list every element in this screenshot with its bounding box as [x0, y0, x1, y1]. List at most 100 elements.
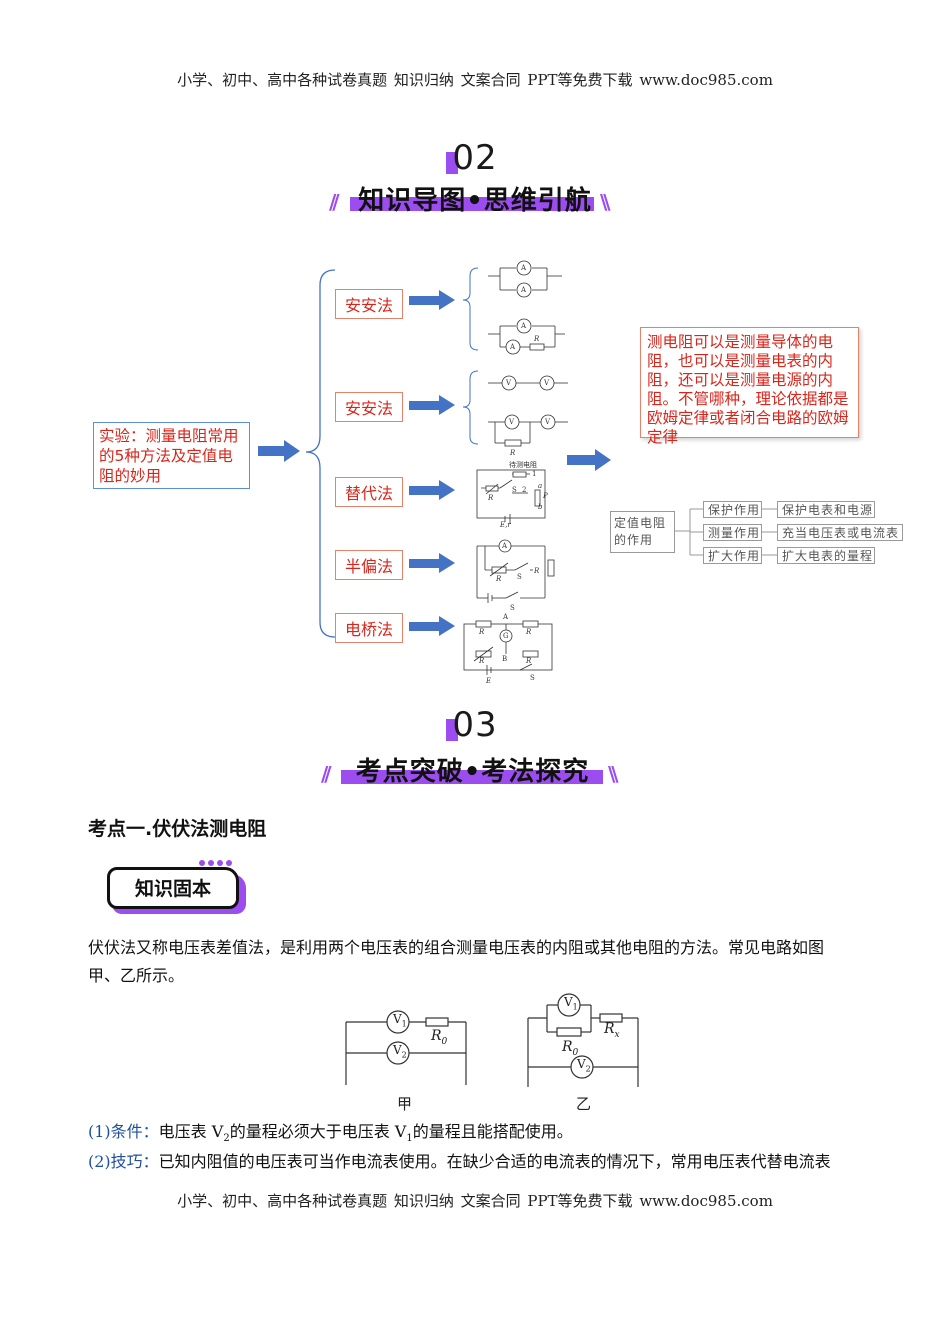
label-p: P: [543, 492, 548, 500]
page-header: 小学、初中、高中各种试卷真题 知识归纳 文案合同 PPT等免费下载 www.do…: [177, 71, 773, 89]
condition-line: (1)条件：电压表 V2的量程必须大于电压表 V1的量程且能搭配使用。: [88, 1122, 573, 1145]
label-e-5: E: [486, 677, 492, 685]
fig-yi-v1: V1: [564, 995, 578, 1012]
label-r1-3: R: [488, 494, 494, 502]
bracket-1: [462, 267, 479, 351]
circuit-1a: [488, 260, 562, 298]
label-r1-5: R: [479, 628, 485, 636]
circuit-1b: [488, 318, 565, 355]
mindmap-graphics: [258, 260, 777, 675]
label-v2b: V: [545, 418, 551, 426]
role-extend: 扩大作用: [703, 547, 762, 564]
badge-frame: [107, 867, 239, 909]
number-accent-bar: [446, 152, 458, 174]
circuit-3: [476, 469, 546, 524]
label-a1b: A: [510, 343, 516, 351]
section2-title: 知识导图•思维引航: [358, 186, 592, 216]
label-g: G: [503, 632, 509, 640]
label-b: b: [538, 503, 543, 511]
fig-yi-rx: Rx: [604, 1021, 620, 1040]
label-r0-1: R: [534, 335, 540, 343]
figure-jia: [345, 1010, 467, 1085]
role-protect-detail: 保护电表和电源: [777, 501, 875, 518]
label-node-b: B: [502, 655, 508, 663]
root-arrow: [258, 440, 300, 462]
label-s2: S: [517, 573, 522, 581]
label-a2b: A: [521, 322, 527, 330]
fig-jia-v2: V2: [393, 1043, 407, 1060]
fig-jia-caption: 甲: [397, 1095, 413, 1113]
method-box-2: 安安法: [335, 392, 403, 422]
number-accent-bar-2: [446, 719, 458, 741]
fig-yi-caption: 乙: [576, 1095, 592, 1113]
method-box-5: 电桥法: [335, 613, 403, 643]
label-r0-2: R: [510, 449, 516, 457]
label-node-a: A: [503, 613, 509, 621]
label-n2: 2: [522, 486, 527, 494]
arrow-4: [409, 559, 439, 568]
title-highlight-bar: [350, 197, 594, 211]
method-box-3: 替代法: [335, 477, 403, 507]
intro-line-1: 伏伏法又称电压表差值法，是利用两个电压表的组合测量电压表的内阻或其他电阻的方法。…: [88, 938, 825, 957]
badge-dots: [199, 860, 237, 868]
slash-deco-left: //: [329, 190, 339, 214]
label-a2: A: [521, 264, 527, 272]
main-bracket: [305, 269, 336, 638]
method-box-4: 半偏法: [335, 550, 403, 580]
label-a: a: [538, 482, 543, 490]
role-extend-detail: 扩大电表的量程: [777, 547, 875, 564]
slash-deco-right: \\: [600, 190, 610, 214]
label-r2-5: R: [526, 628, 532, 636]
fig-yi-v2: V2: [577, 1057, 591, 1074]
slash-deco-right-2: \\: [608, 762, 618, 786]
label-v1: V: [506, 379, 512, 387]
tip-line: (2)技巧：已知内阻值的电压表可当作电流表使用。在缺少合适的电流表的情况下，常用…: [88, 1152, 831, 1171]
mindmap-root-box: 实验：测量电阻常用的5种方法及定值电阻的妙用: [93, 422, 250, 489]
intro-line-2: 甲、乙所示。: [88, 966, 185, 985]
figures-svg: [345, 993, 639, 1087]
fig-yi-r0: R0: [562, 1039, 579, 1058]
label-r3-5: R: [479, 657, 485, 665]
section3-title: 考点突破•考法探究: [355, 757, 590, 787]
label-a1: A: [521, 286, 527, 294]
circuit-5: [463, 620, 553, 675]
circuit-2a: [488, 375, 568, 391]
fixed-resistor-label: 定值电阻的作用: [610, 511, 675, 553]
arrow-2: [409, 401, 439, 410]
arrow-1: [409, 296, 439, 305]
label-r-4: R: [496, 575, 502, 583]
role-measure-detail: 充当电压表或电流表: [777, 524, 903, 541]
role-measure: 测量作用: [703, 524, 762, 541]
role-protect: 保护作用: [703, 501, 762, 518]
method-box-1: 安安法: [335, 289, 403, 319]
label-r0-4: R: [534, 567, 540, 575]
label-n1: 1: [532, 470, 537, 478]
badge-label: 知识固本: [134, 878, 211, 900]
label-s: S: [512, 486, 517, 494]
label-v2: V: [544, 379, 550, 387]
label-v1b: V: [509, 418, 515, 426]
role-connectors: [675, 508, 777, 556]
label-s1: S: [510, 604, 515, 612]
condition-label: (1)条件：: [88, 1122, 159, 1141]
kaodian-title: 考点一.伏伏法测电阻: [88, 818, 267, 840]
arrow-to-note: [567, 455, 595, 465]
tip-label: (2)技巧：: [88, 1152, 159, 1171]
label-er: E,r: [500, 521, 511, 529]
figure-yi: [527, 993, 639, 1087]
section3-number: 03: [452, 705, 498, 745]
arrow-3: [409, 486, 439, 495]
label-a-4: A: [502, 542, 508, 550]
label-test-resistor: 待测电阻: [509, 461, 537, 469]
bracket-2: [462, 370, 479, 445]
theory-note-box: 测电阻可以是测量导体的电阻，也可以是测量电表的内阻，还可以是测量电源的内阻。不管…: [640, 327, 859, 446]
title-highlight-bar-2: [341, 770, 603, 784]
label-r4-5: R: [526, 657, 532, 665]
circuit-2b: [488, 414, 568, 447]
fig-jia-v1: V1: [393, 1012, 407, 1029]
arrow-5: [409, 622, 439, 631]
page-footer: 小学、初中、高中各种试卷真题 知识归纳 文案合同 PPT等免费下载 www.do…: [177, 1192, 773, 1210]
section2-number: 02: [452, 138, 498, 178]
label-s-5: S: [530, 674, 535, 682]
slash-deco-left-2: //: [321, 762, 331, 786]
